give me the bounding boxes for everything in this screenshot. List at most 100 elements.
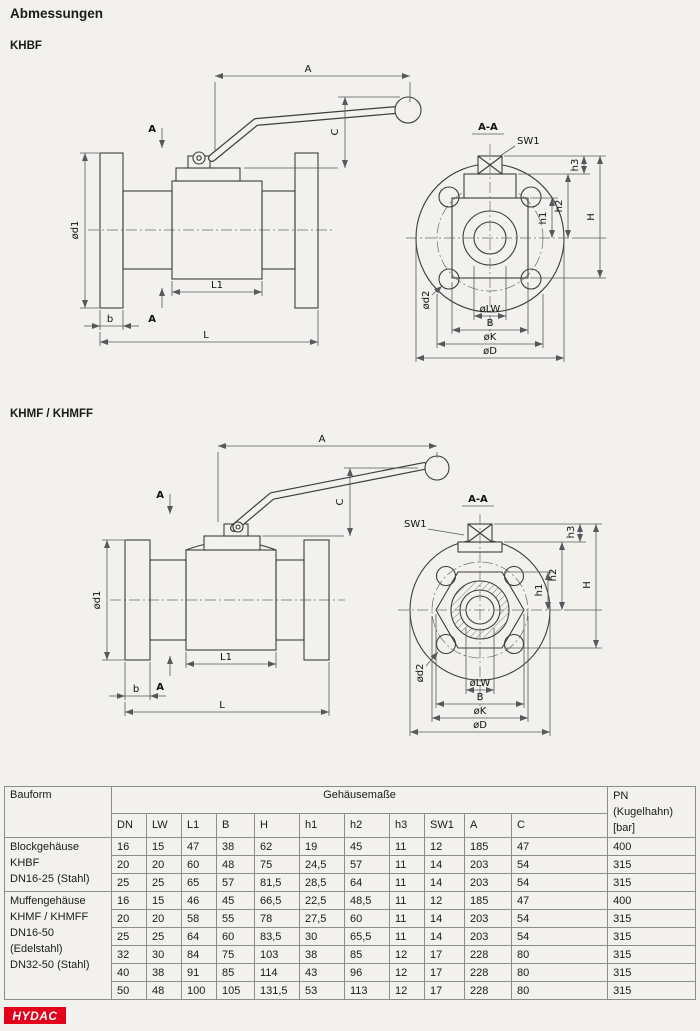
table-cell: 75 bbox=[216, 945, 255, 964]
dim-b: b bbox=[109, 662, 166, 700]
table-cell: 11 bbox=[389, 909, 425, 928]
table-cell: 131,5 bbox=[254, 981, 300, 1000]
dim-label-l1: L1 bbox=[220, 652, 232, 663]
table-cell: 11 bbox=[389, 927, 425, 946]
table-cell: 11 bbox=[389, 873, 425, 892]
table-cell: 20 bbox=[111, 855, 147, 874]
dim-d2: ød2 bbox=[421, 285, 443, 310]
dimensions-table: Bauform Gehäusemaße PN (Kugelhahn) [bar]… bbox=[4, 786, 697, 1000]
table-cell: 80 bbox=[510, 981, 609, 1000]
dim-label-b: b bbox=[133, 684, 139, 695]
khbf-section-view: A-A SW1 h1 h2 bbox=[406, 122, 606, 362]
table-cell: 57 bbox=[216, 873, 255, 892]
table-cell: 38 bbox=[299, 945, 345, 964]
table-cell: 185 bbox=[464, 837, 512, 856]
table-cell: 203 bbox=[464, 855, 512, 874]
table-cell: 12 bbox=[424, 837, 465, 856]
label-sw1: SW1 bbox=[499, 136, 540, 157]
section-label-khmf: KHMF / KHMFF bbox=[10, 408, 94, 420]
dim-label-lw: øLW bbox=[480, 304, 501, 315]
bolt-hole bbox=[438, 186, 460, 208]
table-cell: 48,5 bbox=[344, 891, 390, 910]
bolt-hole bbox=[435, 565, 457, 587]
dim-c: C bbox=[244, 96, 400, 169]
table-cell: 38 bbox=[146, 963, 182, 982]
table-cell: 60 bbox=[181, 855, 217, 874]
dim-label-k: øK bbox=[484, 332, 497, 343]
section-label-khbf: KHBF bbox=[10, 40, 42, 52]
dim-a: A bbox=[214, 64, 411, 150]
section-letter: A bbox=[156, 682, 164, 693]
table-cell: 55 bbox=[216, 909, 255, 928]
table-cell: 78 bbox=[254, 909, 300, 928]
dim-label-h3: h3 bbox=[570, 159, 581, 172]
col-header-a: A bbox=[464, 812, 512, 839]
handle-ball bbox=[424, 455, 450, 481]
dim-label-h: H bbox=[586, 213, 597, 221]
dim-label-l: L bbox=[219, 700, 225, 711]
table-cell: 16 bbox=[111, 891, 147, 910]
section-letter: A bbox=[148, 124, 156, 135]
width-dims: øLW B øK øD bbox=[409, 614, 551, 736]
table-section: Bauform Gehäusemaße PN (Kugelhahn) [bar]… bbox=[4, 786, 697, 1000]
page-title: Abmessungen bbox=[10, 6, 104, 21]
dim-label-h: H bbox=[582, 581, 593, 589]
table-cell: 203 bbox=[464, 873, 512, 892]
dim-c: C bbox=[262, 467, 418, 537]
table-cell: 12 bbox=[389, 981, 425, 1000]
table-cell: 64 bbox=[181, 927, 217, 946]
table-cell: 81,5 bbox=[254, 873, 300, 892]
dim-label-h2: h2 bbox=[554, 200, 565, 213]
hydac-logo-text: HYDAC bbox=[12, 1008, 58, 1023]
handle-pivot bbox=[232, 521, 244, 533]
table-cell: 20 bbox=[146, 855, 182, 874]
col-header-pn: PN (Kugelhahn) [bar] bbox=[607, 786, 697, 838]
height-dims: h1 h2 h3 H bbox=[504, 155, 606, 279]
dim-label-k: øK bbox=[474, 706, 487, 717]
dim-label-d2: ød2 bbox=[421, 291, 432, 310]
khmf-section-view: A-A SW1 h1 h2 bbox=[398, 494, 602, 736]
table-cell: 12 bbox=[389, 945, 425, 964]
table-cell: 16 bbox=[111, 837, 147, 856]
dim-label-d2: ød2 bbox=[415, 664, 426, 683]
col-header-b: B bbox=[216, 812, 255, 839]
table-cell: 80 bbox=[510, 963, 609, 982]
col-header-dn: DN bbox=[111, 812, 147, 839]
table-cell: 85 bbox=[216, 963, 255, 982]
col-header-c: C bbox=[510, 812, 609, 839]
bolt-hole bbox=[520, 186, 542, 208]
dim-label-l1: L1 bbox=[211, 280, 223, 291]
table-cell: 11 bbox=[389, 855, 425, 874]
bauform-group-label: Blockgehäuse KHBF DN16-25 (Stahl) bbox=[4, 837, 112, 892]
table-cell: 65 bbox=[181, 873, 217, 892]
table-cell: 25 bbox=[146, 873, 182, 892]
table-cell: 315 bbox=[607, 927, 697, 946]
table-cell: 30 bbox=[299, 927, 345, 946]
dim-d1: ød1 bbox=[70, 152, 99, 309]
table-cell: 11 bbox=[389, 891, 425, 910]
table-cell: 54 bbox=[510, 909, 609, 928]
mounting-plate bbox=[203, 535, 261, 551]
dim-l1: L1 bbox=[185, 652, 277, 668]
bolt-hole bbox=[435, 633, 457, 655]
table-cell: 17 bbox=[424, 945, 465, 964]
bolt-hole bbox=[503, 565, 525, 587]
table-cell: 58 bbox=[181, 909, 217, 928]
table-cell: 14 bbox=[424, 873, 465, 892]
section-letter: A bbox=[156, 490, 164, 501]
table-cell: 20 bbox=[146, 909, 182, 928]
handle-ball bbox=[394, 96, 422, 124]
col-header-h1: h1 bbox=[299, 812, 345, 839]
col-header-h3: h3 bbox=[389, 812, 425, 839]
table-cell: 85 bbox=[344, 945, 390, 964]
table-cell: 113 bbox=[344, 981, 390, 1000]
table-cell: 103 bbox=[254, 945, 300, 964]
table-cell: 19 bbox=[299, 837, 345, 856]
table-cell: 75 bbox=[254, 855, 300, 874]
section-title: A-A bbox=[478, 122, 498, 133]
dim-label-a: A bbox=[305, 64, 312, 75]
bolt-hole bbox=[503, 633, 525, 655]
table-cell: 47 bbox=[181, 837, 217, 856]
height-dims: h1 h2 h3 H bbox=[494, 523, 602, 649]
